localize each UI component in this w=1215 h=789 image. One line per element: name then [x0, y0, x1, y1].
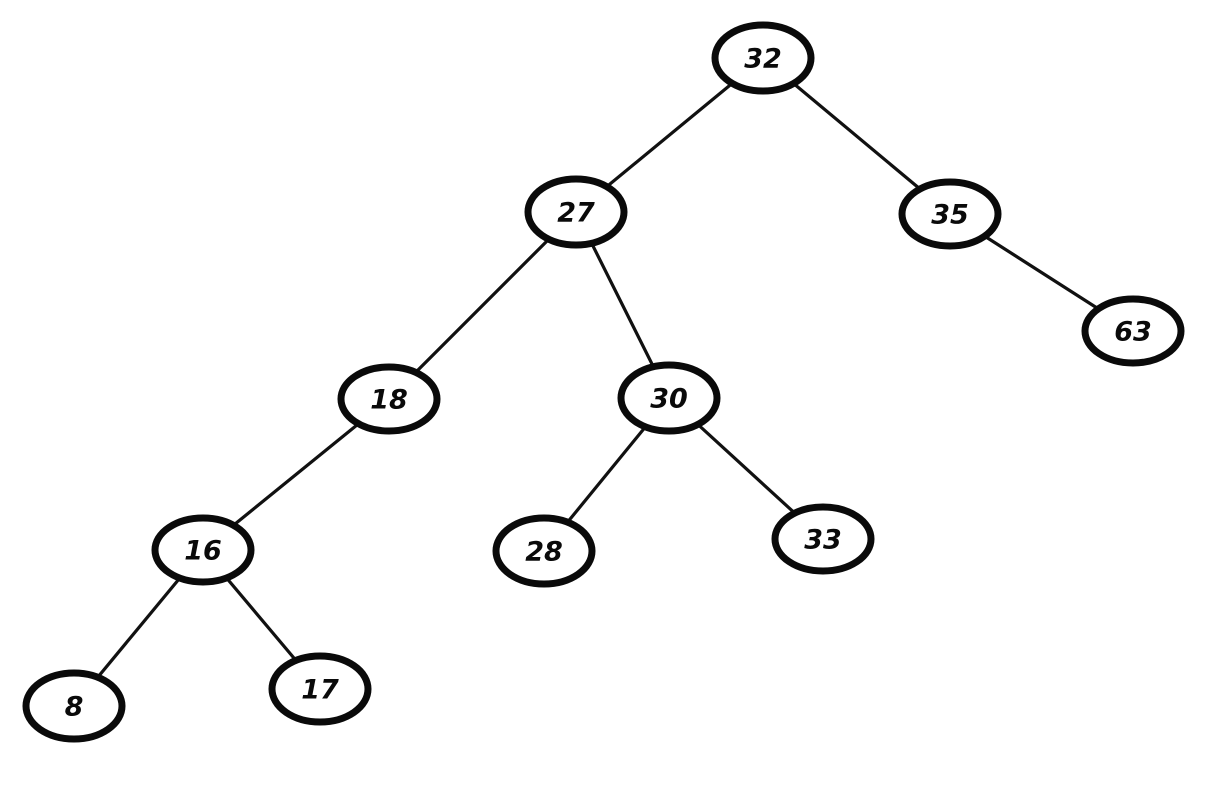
- tree-node-circle: [617, 361, 721, 435]
- tree-node-label: 28: [525, 537, 563, 568]
- tree-edges: [72, 56, 1135, 708]
- tree-node-35: 35: [898, 178, 1002, 250]
- tree-node-17: 17: [268, 652, 372, 726]
- tree-nodes: 32 27 35 18 30 63 16 28 33 8 17: [22, 21, 1185, 743]
- tree-node-circle: [771, 503, 875, 575]
- tree-node-label: 35: [931, 200, 969, 231]
- tree-node-27: 27: [524, 175, 628, 249]
- tree-node-label: 63: [1114, 317, 1152, 348]
- tree-node-circle: [268, 652, 372, 726]
- tree-node-label: 30: [650, 384, 688, 415]
- tree-node-circle: [898, 178, 1002, 250]
- tree-node-circle: [151, 514, 255, 586]
- tree-node-circle: [711, 21, 815, 95]
- tree-node-label: 32: [744, 44, 782, 75]
- tree-node-label: 18: [370, 385, 408, 416]
- tree-node-label: 17: [301, 675, 339, 706]
- tree-node-16: 16: [151, 514, 255, 586]
- tree-node-label: 27: [557, 198, 595, 229]
- tree-node-28: 28: [492, 514, 596, 588]
- tree-node-18: 18: [337, 363, 441, 435]
- tree-edge: [387, 210, 578, 401]
- tree-node-33: 33: [771, 503, 875, 575]
- tree-node-circle: [492, 514, 596, 588]
- tree-node-circle: [524, 175, 628, 249]
- tree-node-30: 30: [617, 361, 721, 435]
- tree-node-label: 8: [65, 692, 84, 723]
- tree-node-8: 8: [22, 669, 126, 743]
- tree-node-circle: [22, 669, 126, 743]
- tree-node-63: 63: [1081, 295, 1185, 367]
- tree-node-label: 16: [184, 536, 222, 567]
- tree-node-label: 33: [804, 525, 842, 556]
- tree-node-circle: [1081, 295, 1185, 367]
- tree-node-circle: [337, 363, 441, 435]
- tree-node-32: 32: [711, 21, 815, 95]
